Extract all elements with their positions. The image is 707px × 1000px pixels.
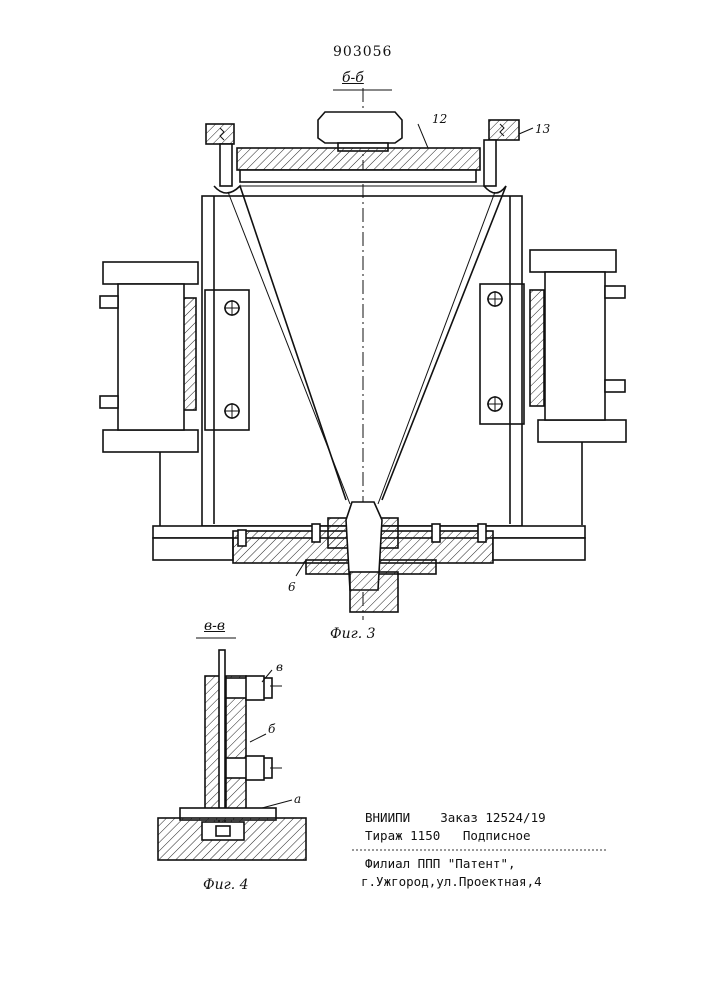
part-label-b: б [268, 722, 275, 736]
part-label-v: в [276, 660, 283, 674]
imprint-line-1: ВНИИПИ Заказ 12524/19 [365, 810, 546, 825]
imprint-line-3: Филиал ППП "Патент", [365, 856, 516, 871]
part-number-6: 6 [288, 580, 296, 594]
figure-4-caption: Фиг. 4 [203, 877, 249, 893]
figure-4-section-label: в-в [204, 618, 225, 634]
figure-3-drawing [100, 88, 626, 620]
part-label-a: а [294, 792, 301, 806]
figure-4-drawing [158, 638, 306, 860]
imprint-line-4: г.Ужгород,ул.Проектная,4 [361, 874, 542, 889]
imprint-line-2: Тираж 1150 Подписное [365, 828, 531, 843]
part-number-13: 13 [535, 122, 550, 136]
patent-number: 903056 [333, 44, 392, 60]
figure-3-caption: Фиг. 3 [330, 626, 376, 642]
figure-3-section-label: б-б [342, 70, 364, 86]
part-number-12: 12 [432, 112, 447, 126]
